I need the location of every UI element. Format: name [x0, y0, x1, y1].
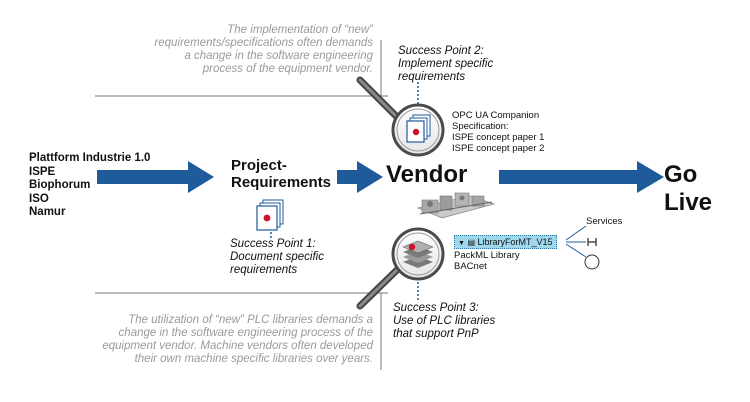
top-note: The implementation of “new” requirements… — [154, 24, 373, 75]
success-point-2: Success Point 2: Implement specific requ… — [398, 45, 494, 83]
interface-symbol-icon — [565, 225, 600, 270]
stage-project-requirements: Project- Requirements — [231, 157, 332, 191]
stage-vendor: Vendor — [386, 161, 468, 188]
standards-list: Plattform Industrie 1.0 ISPE Biophorum I… — [29, 152, 150, 220]
spec-item: ISPE concept paper 2 — [452, 143, 545, 154]
library-tag: ▼ ▤ LibraryForMT_V15 — [454, 235, 557, 249]
spec-list: OPC UA Companion Specification: ISPE con… — [452, 110, 544, 154]
standard-item: Namur — [29, 206, 66, 218]
stage-go-live: Go Live — [664, 161, 713, 216]
spec-item: OPC UA Companion — [452, 110, 540, 121]
arrow-vendor-to-golive — [499, 161, 664, 193]
library-item: PackML Library — [454, 250, 520, 261]
magnifier-icon-sp3 — [356, 227, 445, 310]
standard-item: Plattform Industrie 1.0 — [29, 152, 151, 164]
library-items: PackML Library BACnet — [454, 250, 520, 272]
bottom-note: The utilization of “new” PLC libraries d… — [102, 314, 373, 365]
spec-item: ISPE concept paper 1 — [452, 132, 545, 143]
standard-item: ISO — [29, 192, 49, 205]
magnifier-icon-sp2 — [356, 76, 445, 157]
dropdown-arrow-icon: ▼ — [458, 240, 465, 247]
spec-item: Specification: — [452, 121, 509, 132]
machine-image — [416, 192, 496, 219]
document-stack-icon-sp2 — [406, 114, 431, 143]
standard-item: ISPE — [29, 165, 56, 178]
services-label: Services — [586, 216, 623, 227]
arrow-standards-to-requirements — [97, 161, 214, 193]
arrow-requirements-to-vendor — [337, 161, 383, 193]
library-tag-label: LibraryForMT_V15 — [477, 237, 553, 247]
standard-item: Biophorum — [29, 179, 91, 191]
document-stack-icon — [256, 199, 284, 231]
library-stack-icon — [402, 240, 434, 268]
book-icon: ▤ — [467, 238, 476, 247]
success-point-1: Success Point 1: Document specific requi… — [230, 238, 324, 276]
library-item: BACnet — [454, 261, 487, 272]
success-point-3: Success Point 3: Use of PLC libraries th… — [393, 302, 496, 340]
